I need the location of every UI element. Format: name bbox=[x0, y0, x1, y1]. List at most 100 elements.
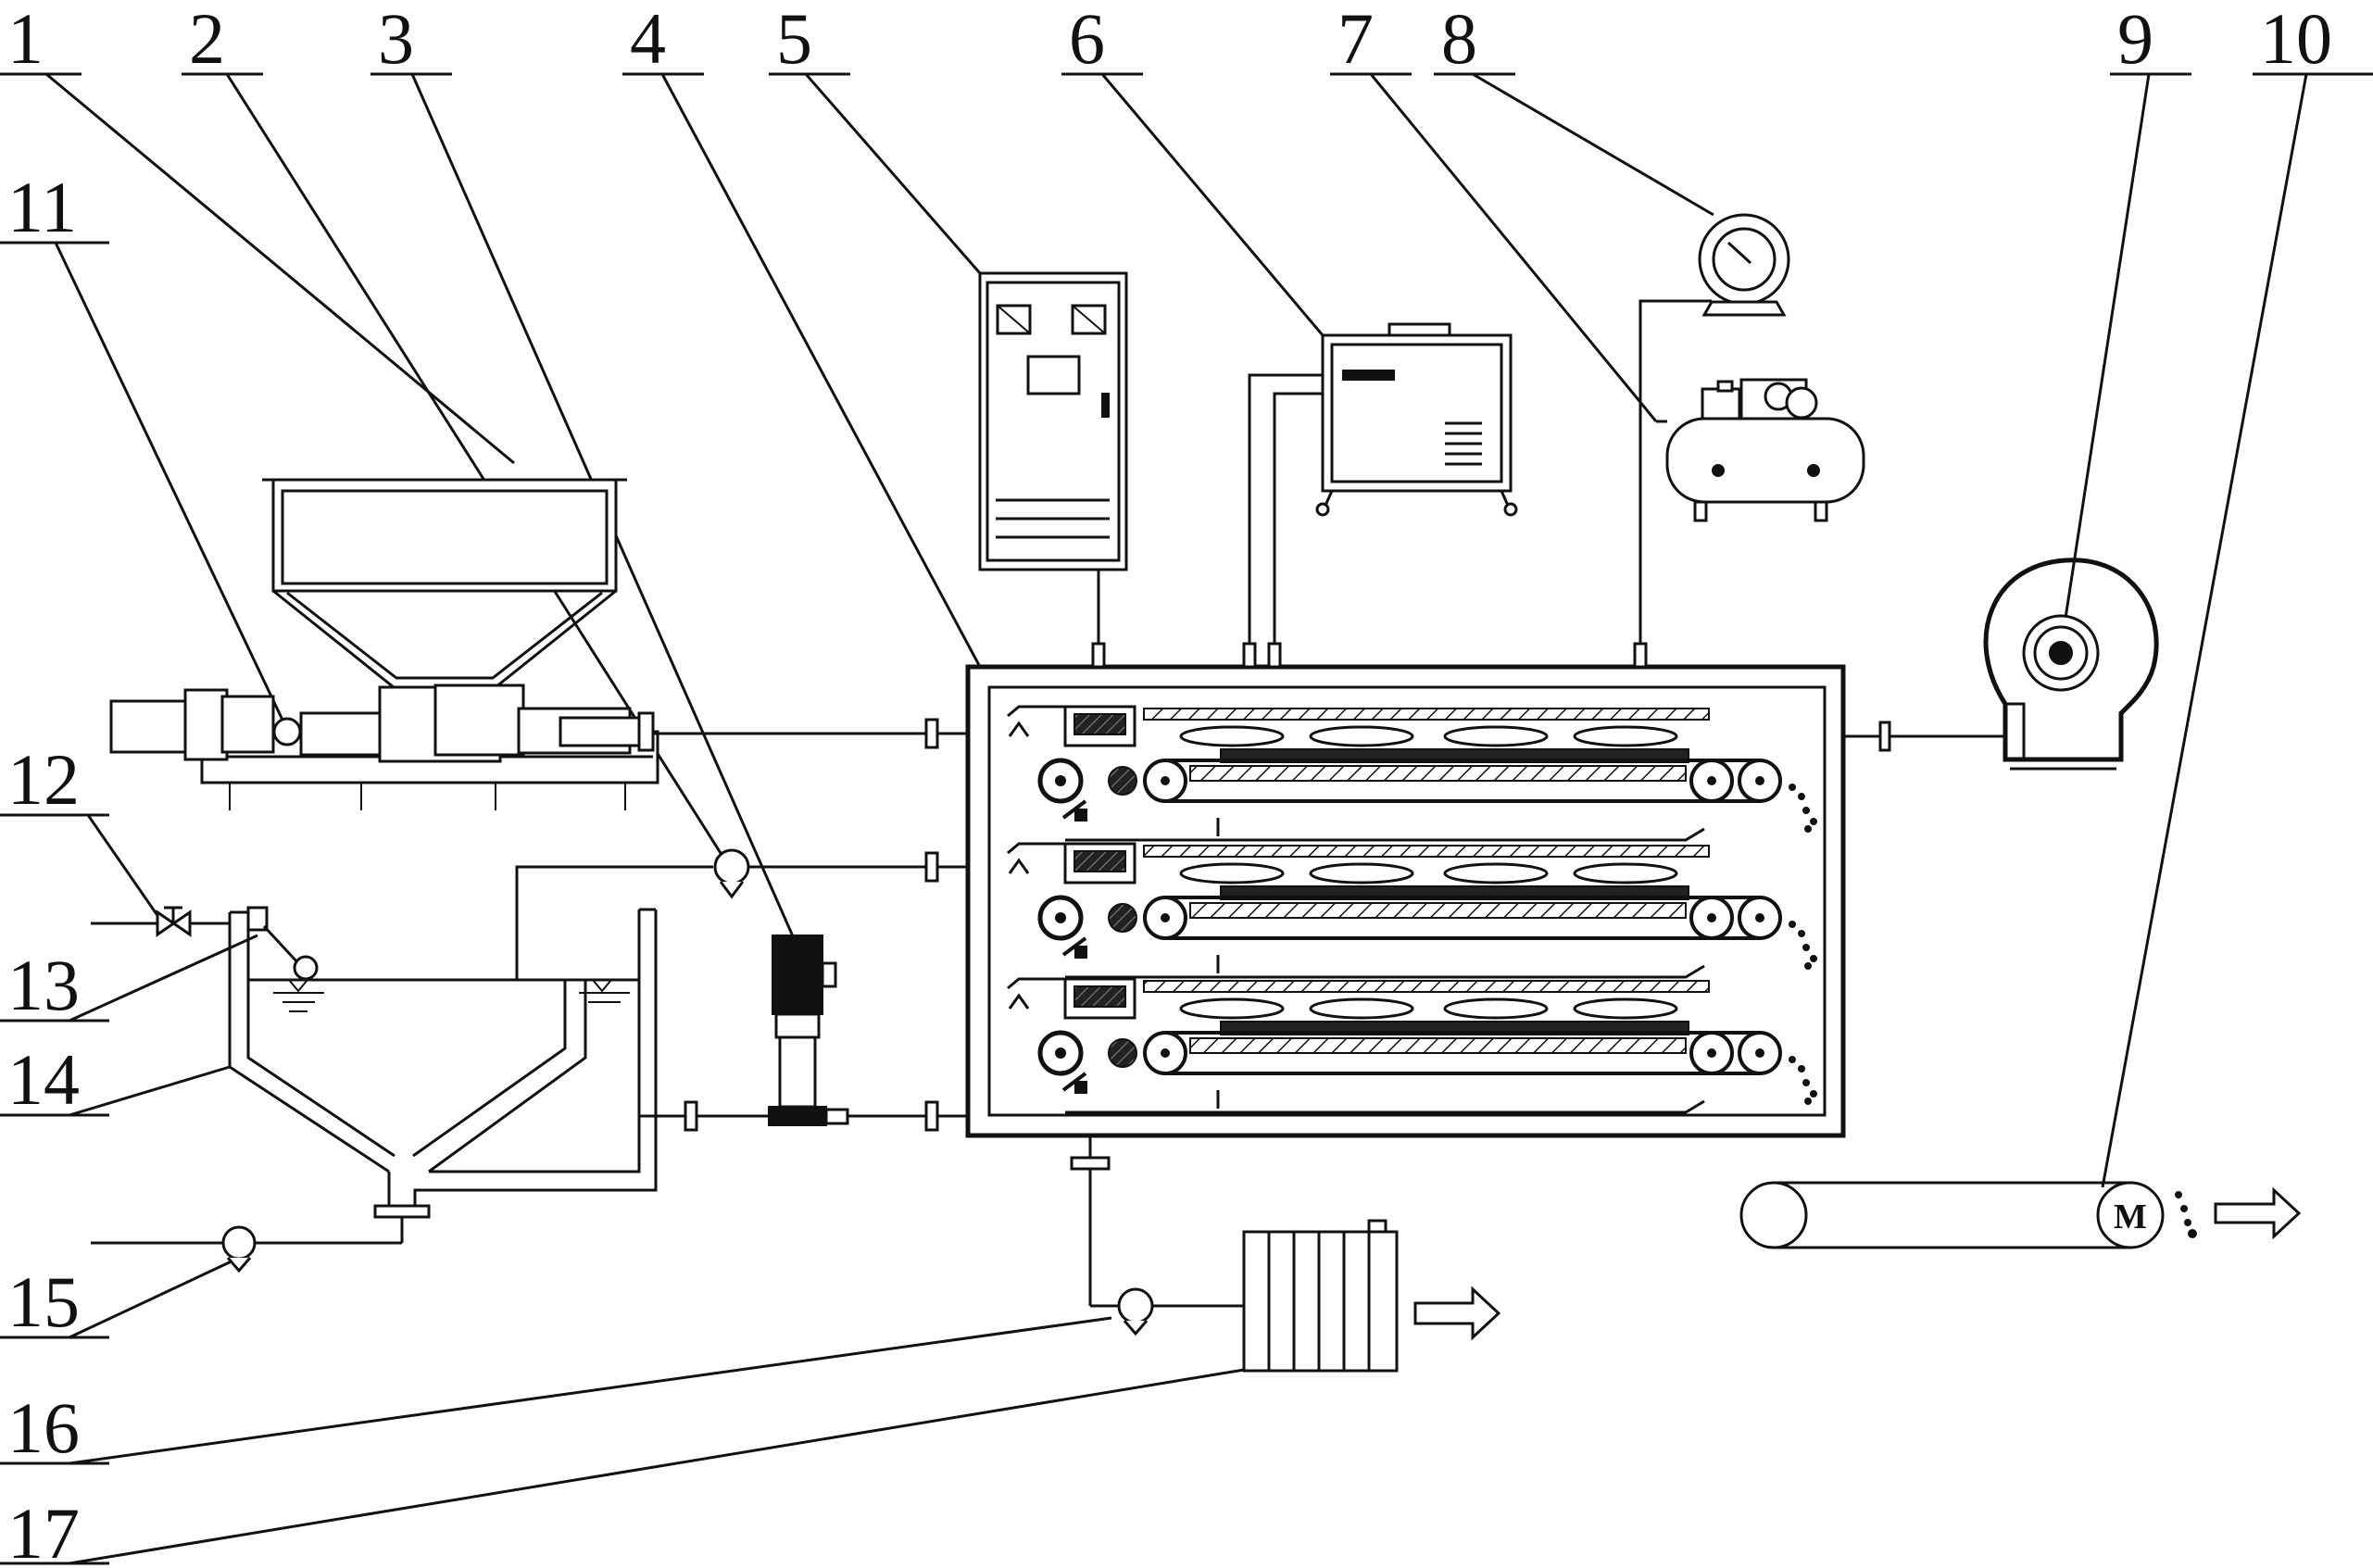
feed-pipe bbox=[1007, 842, 1065, 855]
roller-hub bbox=[1755, 1048, 1764, 1058]
label-5: 5 bbox=[776, 0, 812, 79]
label-7: 7 bbox=[1337, 0, 1374, 79]
blower-fan bbox=[1843, 558, 2159, 771]
feed-pipe bbox=[1007, 705, 1065, 718]
discharge-particle bbox=[1810, 1090, 1817, 1098]
conveyor-tiers bbox=[1007, 705, 1817, 1114]
drive-pulley-hub bbox=[1055, 912, 1066, 923]
collection-tray bbox=[1065, 827, 1705, 842]
gear bbox=[1108, 766, 1137, 796]
drive-pulley-hub bbox=[1055, 1047, 1066, 1059]
label-12: 12 bbox=[7, 739, 80, 820]
feed-pipe bbox=[1007, 977, 1065, 990]
roller-hub bbox=[1755, 913, 1764, 922]
filtrate-arrow bbox=[1413, 1286, 1501, 1341]
output-arrow bbox=[2214, 1186, 2302, 1240]
label-14: 14 bbox=[7, 1039, 80, 1120]
gear bbox=[1108, 1038, 1137, 1068]
leader-lines bbox=[45, 72, 2308, 1565]
label-2: 2 bbox=[189, 0, 225, 79]
belt-heater bbox=[1189, 765, 1687, 782]
spray-tip bbox=[1008, 993, 1030, 1010]
product-tray bbox=[1179, 725, 1285, 747]
belt-heater bbox=[1189, 1037, 1687, 1054]
gear bbox=[1108, 903, 1137, 933]
drain-system bbox=[1070, 1135, 1501, 1373]
roller-hub bbox=[1161, 1048, 1170, 1058]
label-9: 9 bbox=[2117, 0, 2153, 79]
thermal-unit bbox=[1248, 322, 1518, 644]
settling-tank bbox=[228, 906, 685, 1243]
label-17: 17 bbox=[7, 1493, 80, 1568]
discharge-particle bbox=[1804, 962, 1812, 970]
inlet-valve bbox=[91, 906, 230, 937]
product-tray bbox=[1573, 997, 1678, 1020]
discharge-particle bbox=[1789, 784, 1796, 791]
label-15: 15 bbox=[7, 1261, 80, 1342]
roller-hub bbox=[1161, 913, 1170, 922]
product-tray bbox=[1573, 725, 1678, 747]
label-1: 1 bbox=[7, 0, 44, 79]
discharge-particle bbox=[1802, 1079, 1810, 1086]
feed-nozzle-body bbox=[1074, 850, 1126, 872]
spray-tip bbox=[1008, 721, 1030, 737]
piping bbox=[515, 718, 968, 1132]
label-13: 13 bbox=[7, 945, 80, 1025]
discharge-particle bbox=[1802, 944, 1810, 951]
heater-plate bbox=[1143, 980, 1710, 993]
roller-hub bbox=[1707, 1048, 1716, 1058]
pressure-gauge bbox=[1638, 213, 1790, 644]
screw-feeder bbox=[109, 478, 659, 810]
discharge-particle bbox=[1802, 807, 1810, 814]
product-tray bbox=[1179, 997, 1285, 1020]
roller-hub bbox=[1755, 776, 1764, 785]
feed-nozzle-body bbox=[1074, 985, 1126, 1008]
label-8: 8 bbox=[1441, 0, 1477, 79]
discharge-particle bbox=[1804, 825, 1812, 833]
discharge-particle bbox=[1798, 930, 1805, 937]
discharge-particle bbox=[1798, 793, 1805, 800]
discharge-particle bbox=[1810, 818, 1817, 825]
discharge-particle bbox=[1810, 955, 1817, 962]
label-6: 6 bbox=[1069, 0, 1105, 79]
output-conveyor: M bbox=[1739, 1181, 2302, 1249]
discharge-particle bbox=[1789, 921, 1796, 928]
belt-heater bbox=[1189, 902, 1687, 919]
vertical-pump bbox=[768, 935, 849, 1126]
discharge-particle bbox=[1804, 1098, 1812, 1105]
feed-nozzle-body bbox=[1074, 713, 1126, 735]
heater-plate bbox=[1143, 708, 1710, 721]
spray-tip bbox=[1008, 858, 1030, 874]
heater-plate bbox=[1143, 845, 1710, 858]
sludge-pump bbox=[91, 1225, 402, 1273]
label-10: 10 bbox=[2260, 0, 2332, 79]
collection-tray bbox=[1065, 964, 1705, 979]
label-16: 16 bbox=[7, 1387, 80, 1468]
motor-letter: M bbox=[2114, 1198, 2147, 1236]
drying-vessel bbox=[965, 642, 1846, 1138]
scraper-blade bbox=[1074, 946, 1087, 959]
discharge-particle bbox=[1798, 1065, 1805, 1073]
product-tray bbox=[1443, 862, 1549, 884]
control-cabinet bbox=[978, 271, 1128, 644]
roller-hub bbox=[1161, 776, 1170, 785]
roller-hub bbox=[1707, 913, 1716, 922]
product-tray bbox=[1309, 862, 1414, 884]
discharge-particle bbox=[1789, 1056, 1796, 1063]
collection-tray bbox=[1065, 1099, 1705, 1114]
product-tray bbox=[1443, 725, 1549, 747]
product-tray bbox=[1309, 997, 1414, 1020]
label-11: 11 bbox=[7, 167, 77, 247]
product-tray bbox=[1443, 997, 1549, 1020]
product-tray bbox=[1179, 862, 1285, 884]
scraper-blade bbox=[1074, 809, 1087, 822]
drive-pulley-hub bbox=[1055, 775, 1066, 786]
label-4: 4 bbox=[630, 0, 666, 79]
label-3: 3 bbox=[378, 0, 414, 79]
roller-hub bbox=[1707, 776, 1716, 785]
scraper-blade bbox=[1074, 1081, 1087, 1094]
air-compressor bbox=[1656, 378, 1865, 522]
